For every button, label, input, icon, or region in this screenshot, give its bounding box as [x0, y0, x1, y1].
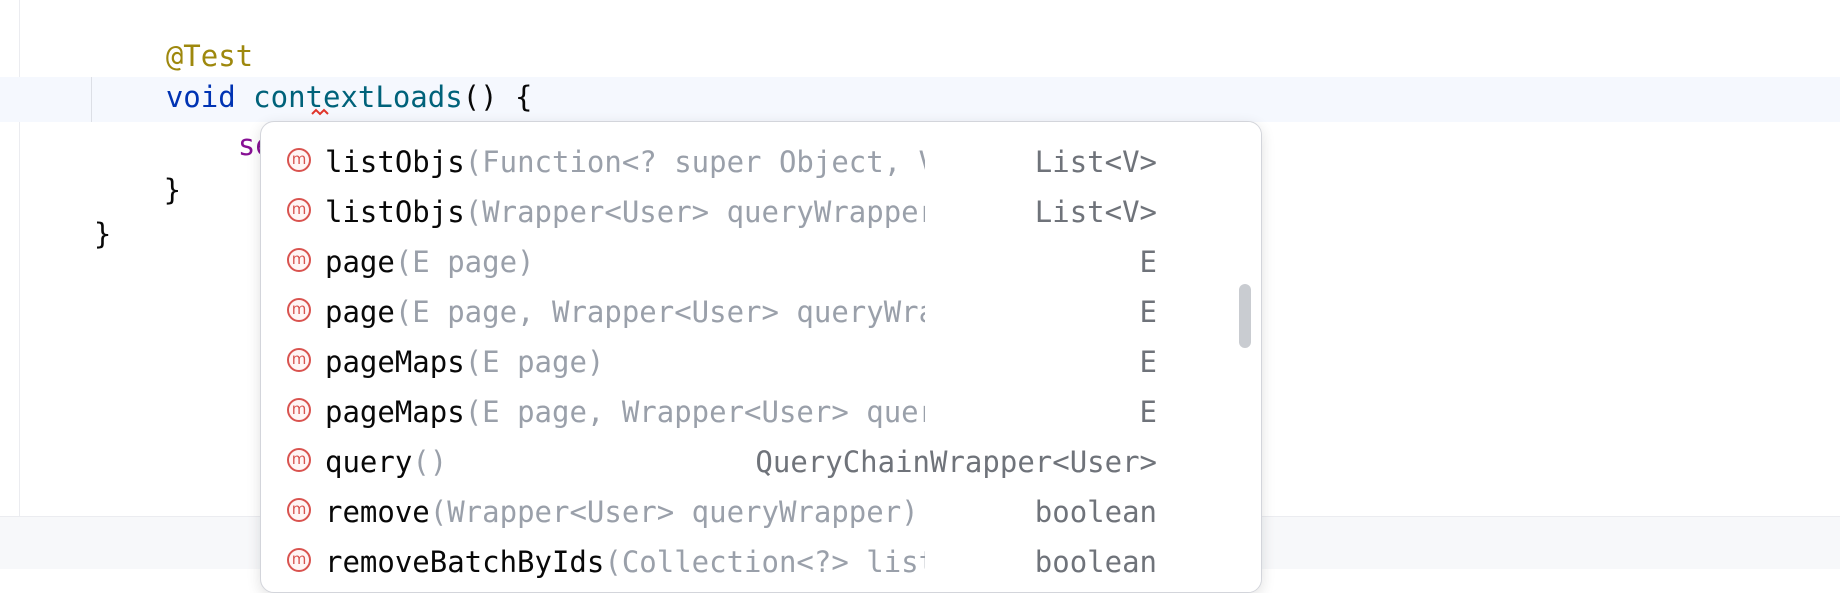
method-icon: m [287, 148, 311, 172]
completion-method-name: page [325, 245, 395, 279]
void-keyword: void [165, 80, 236, 114]
code-line-close-class: } [24, 165, 111, 303]
current-line-highlight [0, 77, 1840, 122]
completion-signature: remove(Wrapper<User> queryWrapper) [325, 487, 919, 537]
completion-signature: page(E page) [325, 237, 535, 287]
completion-method-name: page [325, 295, 395, 329]
completion-item[interactable]: m listObjs(Function<? super Object, V> m… [261, 137, 1221, 187]
completion-signature: removeBatchByIds(Collection<?> list) [325, 537, 925, 587]
completion-method-name: removeBatchByIds [325, 545, 605, 579]
completion-return-type: E [1139, 395, 1157, 429]
completion-params: () [412, 445, 448, 479]
completion-signature: query() [325, 437, 447, 487]
code-line-close-method: } [24, 121, 181, 259]
completion-item[interactable]: m pageMaps(E page) E [261, 337, 1221, 387]
completion-item[interactable]: m removeBatchByIds(Collection<?> list) b… [261, 537, 1221, 587]
completion-params: (E page) [464, 345, 605, 379]
completion-return-type: E [1139, 245, 1157, 279]
completion-item[interactable]: m listObjs(Wrapper<User> queryWrapper, F… [261, 187, 1221, 237]
completion-params: (Collection<?> list) [604, 545, 925, 579]
completion-scrollbar-thumb[interactable] [1239, 284, 1251, 348]
completion-return-type: List<V> [1034, 145, 1157, 179]
completion-params: (Wrapper<User> queryWrapper) [429, 495, 919, 529]
completion-item[interactable]: m pageMaps(E page, Wrapper<User> queryWr… [261, 387, 1221, 437]
completion-return-type: QueryChainWrapper<User> [755, 445, 1157, 479]
completion-params: (E page, Wrapper<User> queryWrapper) [464, 395, 925, 429]
gutter-divider [19, 0, 20, 516]
completion-params: (E page, Wrapper<User> queryWrapper) [394, 295, 925, 329]
close-brace-method: } [93, 173, 182, 207]
completion-return-type: boolean [1034, 495, 1157, 529]
completion-signature: pageMaps(E page) [325, 337, 604, 387]
method-name: contextLoads [253, 80, 463, 114]
method-icon: m [287, 448, 311, 472]
method-icon: m [287, 248, 311, 272]
completion-scrollbar-track[interactable] [1221, 122, 1261, 592]
completion-method-name: remove [325, 495, 430, 529]
close-brace-class: } [93, 217, 112, 251]
completion-method-name: query [325, 445, 413, 479]
error-squiggle-icon [311, 108, 329, 116]
code-line-method-declaration: void contextLoads() { [96, 28, 533, 166]
indent-guide [91, 77, 92, 122]
completion-signature: pageMaps(E page, Wrapper<User> queryWrap… [325, 387, 925, 437]
completion-params: (E page) [394, 245, 535, 279]
completion-method-name: pageMaps [325, 345, 465, 379]
completion-params: (Function<? super Object, V> m… [464, 145, 925, 179]
completion-return-type: List<V> [1034, 195, 1157, 229]
method-signature-suffix: () { [462, 80, 533, 114]
method-icon: m [287, 348, 311, 372]
method-icon: m [287, 498, 311, 522]
completion-signature: listObjs(Function<? super Object, V> m… [325, 137, 925, 187]
method-icon: m [287, 298, 311, 322]
completion-return-type: E [1139, 295, 1157, 329]
completion-return-type: E [1139, 345, 1157, 379]
test-annotation: @Test [165, 39, 254, 73]
completion-item[interactable]: m page(E page) E [261, 237, 1221, 287]
completion-item[interactable]: m remove(Wrapper<User> queryWrapper) boo… [261, 487, 1221, 537]
completion-item[interactable]: m page(E page, Wrapper<User> queryWrappe… [261, 287, 1221, 337]
completion-signature: listObjs(Wrapper<User> queryWrapper, F… [325, 187, 925, 237]
code-line-annotation: @Test [96, 0, 253, 125]
code-completion-popup[interactable]: m listObjs(Function<? super Object, V> m… [260, 121, 1262, 593]
method-icon: m [287, 398, 311, 422]
completion-return-type: boolean [1034, 545, 1157, 579]
completion-signature: page(E page, Wrapper<User> queryWrapper) [325, 287, 925, 337]
completion-method-name: pageMaps [325, 395, 465, 429]
method-icon: m [287, 198, 311, 222]
completion-method-name: listObjs [325, 145, 465, 179]
completion-params: (Wrapper<User> queryWrapper, F… [464, 195, 925, 229]
completion-method-name: listObjs [325, 195, 465, 229]
completion-item[interactable]: m query() QueryChainWrapper<User> [261, 437, 1221, 487]
method-icon: m [287, 548, 311, 572]
